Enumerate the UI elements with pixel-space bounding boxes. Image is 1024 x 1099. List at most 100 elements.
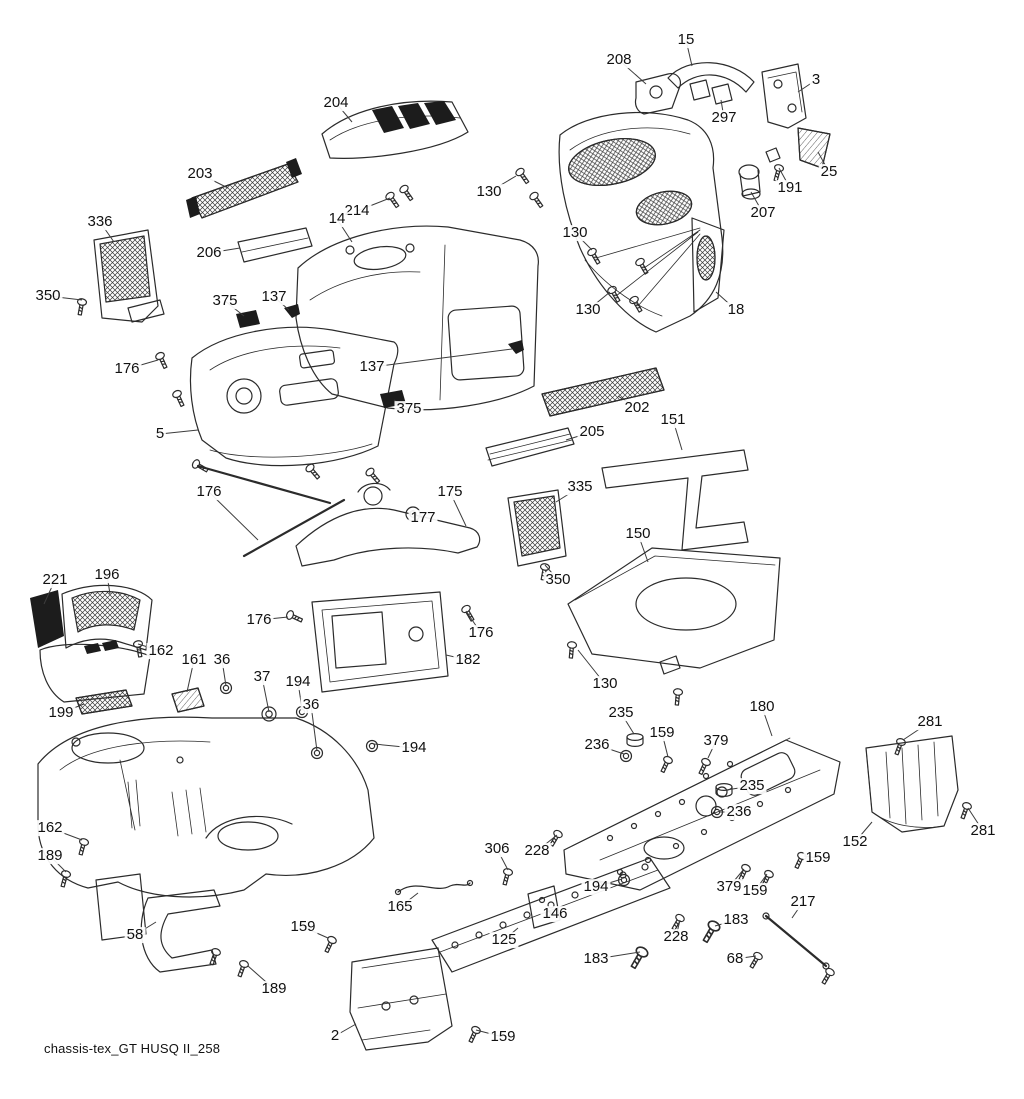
part-number-label: 183 (721, 911, 751, 929)
part-number-label: 189 (259, 980, 289, 998)
part-number-label: 189 (35, 847, 65, 865)
part-number-label: 177 (408, 509, 438, 527)
part-number-label: 236 (724, 803, 754, 821)
part-number-label: 176 (194, 483, 224, 501)
part-number-label: 176 (112, 360, 142, 378)
part-number-label: 165 (385, 898, 415, 916)
part-number-label: 137 (357, 358, 387, 376)
part-number-label: 228 (522, 842, 552, 860)
part-number-label: 130 (590, 675, 620, 693)
part-number-label: 125 (489, 931, 519, 949)
part-number-label: 336 (85, 213, 115, 231)
part-number-label: 176 (244, 611, 274, 629)
hood-14-part (295, 225, 539, 411)
frame-plate-150-part (567, 547, 781, 675)
part-number-label: 2 (328, 1027, 342, 1045)
clip-297-part (711, 83, 733, 105)
part-number-label: 194 (581, 878, 611, 896)
part-number-label: 5 (153, 425, 167, 443)
side-panel-336-part (93, 229, 165, 323)
part-number-label: 379 (714, 878, 744, 896)
drawbar-2-part (349, 947, 453, 1051)
fastener-hardware (57, 163, 973, 1045)
part-number-label: 159 (740, 882, 770, 900)
support-175-part (295, 482, 481, 567)
part-number-label: 130 (560, 224, 590, 242)
trim-205-part (485, 427, 575, 467)
part-number-label: 183 (581, 950, 611, 968)
part-number-label: 162 (146, 642, 176, 660)
diagram-code: chassis-tex_GT HUSQ II_258 (44, 1041, 221, 1056)
part-number-label: 379 (701, 732, 731, 750)
part-number-label: 228 (661, 928, 691, 946)
part-number-label: 306 (482, 840, 512, 858)
part-number-label: 36 (211, 651, 233, 669)
part-number-label: 159 (803, 849, 833, 867)
bracket-151-part (601, 449, 749, 551)
part-number-label: 375 (210, 292, 240, 310)
part-number-label: 146 (540, 905, 570, 923)
part-number-label: 281 (915, 713, 945, 731)
part-number-label: 221 (40, 571, 70, 589)
part-number-label: 194 (399, 739, 429, 757)
clip-137-part (284, 304, 524, 354)
part-number-label: 207 (748, 204, 778, 222)
part-number-label: 161 (179, 651, 209, 669)
part-number-label: 205 (577, 423, 607, 441)
part-number-label: 14 (326, 210, 348, 228)
plate-3-part (761, 63, 807, 129)
bracket-208-part (634, 73, 711, 115)
part-number-label: 203 (185, 165, 215, 183)
footrest-fender-part (37, 716, 375, 898)
part-number-label: 196 (92, 566, 122, 584)
part-number-label: 159 (647, 724, 677, 742)
fender-196-part (30, 584, 153, 715)
part-number-label: 175 (435, 483, 465, 501)
part-number-label: 130 (573, 301, 603, 319)
part-number-label: 375 (394, 400, 424, 418)
grille-insert-202-part (541, 367, 665, 417)
part-number-label: 176 (466, 624, 496, 642)
part-number-label: 159 (488, 1028, 518, 1046)
panel-335-part (507, 489, 567, 567)
part-number-label: 202 (622, 399, 652, 417)
bracket-152-part (865, 735, 959, 833)
part-number-label: 68 (724, 950, 746, 968)
part-number-label: 25 (818, 163, 840, 181)
part-number-label: 235 (606, 704, 636, 722)
part-number-label: 150 (623, 525, 653, 543)
part-number-label: 36 (300, 696, 322, 714)
part-number-label: 235 (737, 777, 767, 795)
part-number-label: 18 (725, 301, 747, 319)
part-number-label: 15 (675, 31, 697, 49)
dash-panel-18-part (558, 111, 725, 333)
dash-5-part (189, 326, 399, 467)
part-number-label: 236 (582, 736, 612, 754)
part-number-label: 335 (565, 478, 595, 496)
grille-203-part (186, 158, 302, 219)
chassis-frame-180-part (563, 737, 841, 891)
part-number-label: 199 (46, 704, 76, 722)
part-number-label: 297 (709, 109, 739, 127)
part-number-label: 214 (342, 202, 372, 220)
part-number-label: 191 (775, 179, 805, 197)
ignition-207-part (738, 147, 781, 200)
part-number-label: 159 (288, 918, 318, 936)
part-number-label: 37 (251, 668, 273, 686)
part-number-label: 137 (259, 288, 289, 306)
part-number-label: 162 (35, 819, 65, 837)
part-number-label: 281 (968, 822, 998, 840)
part-number-label: 180 (747, 698, 777, 716)
part-number-label: 206 (194, 244, 224, 262)
part-number-label: 3 (809, 71, 823, 89)
part-number-label: 152 (840, 833, 870, 851)
part-number-label: 350 (543, 571, 573, 589)
panel-182-part (311, 591, 449, 693)
part-number-label: 194 (283, 673, 313, 691)
part-number-label: 350 (33, 287, 63, 305)
part-number-label: 204 (321, 94, 351, 112)
link-rods-176-part (196, 464, 346, 558)
